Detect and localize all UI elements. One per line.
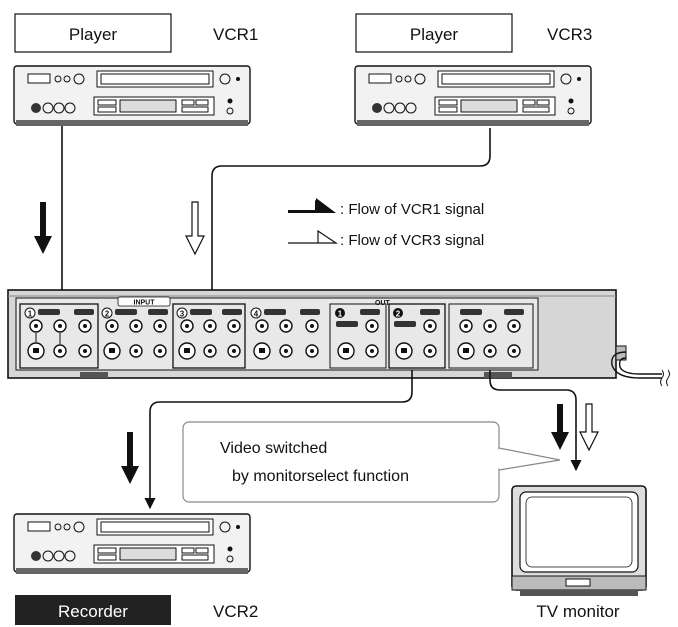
output-group-1: 1 <box>329 303 387 369</box>
vcr3-flow-arrow <box>185 201 205 256</box>
tv-monitor: TV monitor <box>511 485 647 621</box>
legend: : Flow of VCR1 signal : Flow of VCR3 sig… <box>288 198 484 249</box>
recorder-flow-arrow <box>121 432 139 484</box>
av-switcher: INPUT OUT 1 2 <box>7 289 670 387</box>
legend-vcr3-label: : Flow of VCR3 signal <box>340 232 484 249</box>
output-group-2: 2 <box>388 303 446 369</box>
input-number-2: 2 <box>105 310 110 319</box>
vcr3-header: Player VCR3 <box>355 13 592 53</box>
vcr3-device <box>354 65 592 126</box>
input-group-1: 1 <box>19 303 99 369</box>
vcr2-footer: Recorder VCR2 <box>15 595 258 625</box>
vcr1-role-label: Player <box>69 25 118 44</box>
vcr1-header: Player VCR1 <box>14 13 258 53</box>
monitor-vcr1-flow-arrow <box>551 404 569 450</box>
vcr2-role-box <box>15 595 171 625</box>
legend-vcr1-label: : Flow of VCR1 signal <box>340 201 484 218</box>
input-group-2: 2 <box>101 307 168 360</box>
vcr3-name-label: VCR3 <box>547 25 592 44</box>
vcr1-flow-arrow <box>34 202 52 254</box>
monitor-output-group <box>448 303 534 369</box>
input-number-4: 4 <box>254 310 259 319</box>
input-group-3: 3 <box>172 303 246 369</box>
monitor-cable <box>489 370 582 472</box>
tv-monitor-label: TV monitor <box>536 602 619 621</box>
legend-vcr3-arrow-icon <box>288 229 338 244</box>
callout-line-1: Video switched <box>220 440 327 457</box>
vcr2-role-label: Recorder <box>58 602 128 621</box>
input-number-3: 3 <box>180 310 185 319</box>
vcr2-name-label: VCR2 <box>213 602 258 621</box>
input-section-label: INPUT <box>134 300 156 307</box>
vcr3-role-box <box>355 13 513 53</box>
output-number-1: 1 <box>338 310 343 319</box>
vcr2-device <box>13 513 251 574</box>
vcr1-device <box>13 65 251 126</box>
vcr3-cable <box>206 128 491 302</box>
vcr1-name-label: VCR1 <box>213 25 258 44</box>
vcr3-role-label: Player <box>410 25 459 44</box>
monitorselect-callout: Video switched by monitorselect function <box>182 421 561 503</box>
callout-line-2: by monitorselect function <box>232 468 409 485</box>
input-number-1: 1 <box>28 310 33 319</box>
monitor-vcr3-flow-arrow <box>579 403 599 452</box>
recorder-cable <box>144 370 413 510</box>
vcr1-role-box <box>14 13 172 53</box>
output-number-2: 2 <box>396 310 401 319</box>
power-cord <box>611 345 670 387</box>
input-group-4: 4 <box>250 307 320 360</box>
